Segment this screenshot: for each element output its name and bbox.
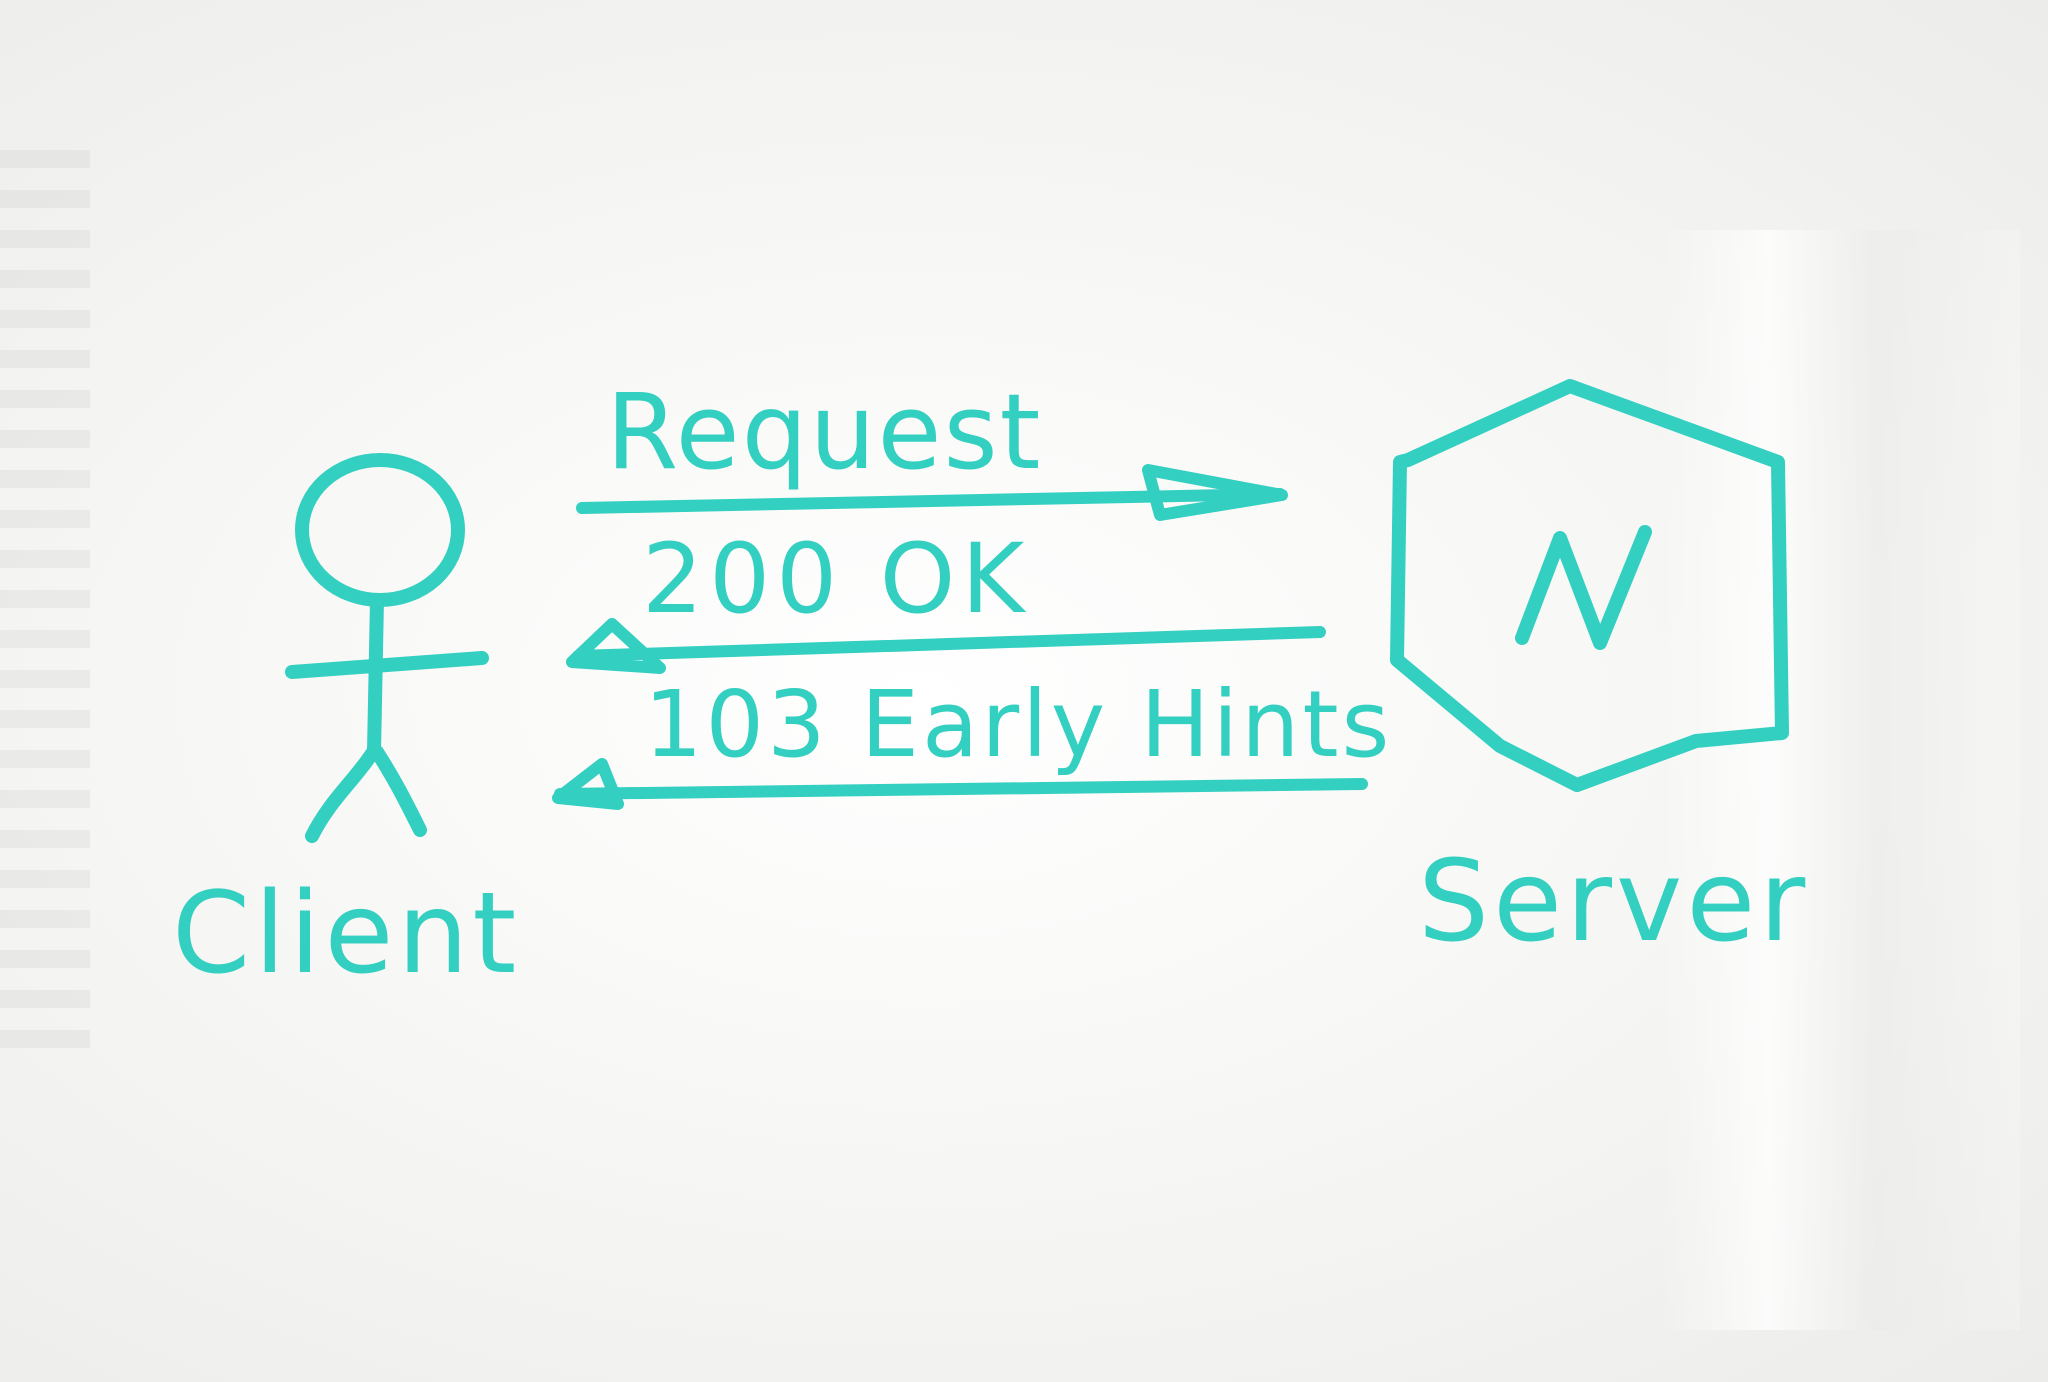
request-arrow [576,464,1288,521]
ok-arrow-head [566,618,666,674]
stick-figure-head [295,453,465,607]
early-hints-arrow-shaft [554,778,1368,800]
stick-figure-left-leg [305,745,380,843]
stick-figure-body [367,593,384,759]
request-arrow-head [1142,464,1288,521]
ok-label: 200 OK [642,523,1030,635]
request-label: Request [606,371,1042,493]
early-hints-arrow-head [552,758,624,810]
server-n-glyph [1515,525,1652,650]
server-label: Server [1418,837,1809,967]
request-arrow-shaft [576,488,1286,514]
early-hints-arrow [552,758,1368,810]
client-node [285,453,489,843]
stick-figure-arms [285,651,489,679]
ok-arrow [566,618,1326,674]
ok-arrow-shaft [572,626,1326,662]
early-hints-label: 103 Early Hints [644,671,1392,778]
server-node [1390,379,1789,792]
hexagon-outline [1390,379,1789,792]
client-label: Client [172,869,520,999]
stick-figure-right-leg [370,745,427,837]
